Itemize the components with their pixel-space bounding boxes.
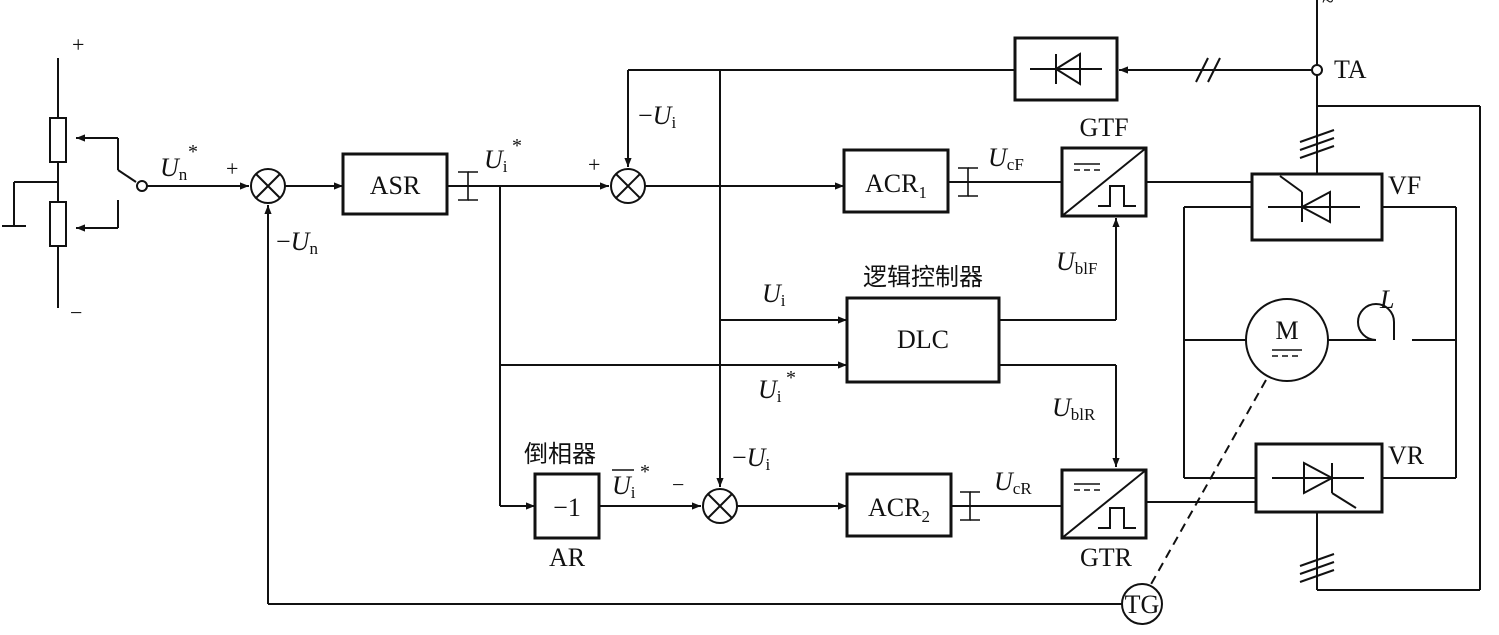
sum1-plus-sign: + <box>226 156 238 181</box>
ac-source-symbol: ~ <box>1322 0 1334 13</box>
ui-bar-label: Ui* <box>612 461 650 502</box>
asr-label: ASR <box>370 171 421 200</box>
sum2-plus-sign: + <box>588 152 600 177</box>
inductor-label: L <box>1379 285 1394 314</box>
dlc-block <box>845 296 1001 384</box>
asr-block <box>341 152 449 216</box>
pot-plus-sign: + <box>72 32 84 57</box>
ta-label: TA <box>1334 55 1367 84</box>
ar-gain: −1 <box>553 493 581 522</box>
gtf-label: GTF <box>1079 113 1128 142</box>
gtf-block <box>1060 146 1148 218</box>
ucf-label: UcF <box>988 143 1024 174</box>
summing-junction-current-reverse <box>702 488 738 524</box>
acr1-label: ACR1 <box>865 169 927 202</box>
sum3-minus-sign: − <box>672 472 684 497</box>
ucr-label: UcR <box>994 467 1032 498</box>
mechanical-coupling <box>1149 379 1267 587</box>
switch-contact <box>136 180 148 192</box>
ui-star-label: Ui* <box>484 135 522 176</box>
ublf-label: UblF <box>1056 247 1097 278</box>
un-feedback-label: −Un <box>276 227 318 258</box>
ui-feedback-forward-label: −Ui <box>638 101 676 132</box>
un-star-label: Un* <box>160 141 198 184</box>
tg-label: TG <box>1125 590 1160 619</box>
potentiometer-lower <box>49 201 67 247</box>
ar-label: AR <box>549 543 586 572</box>
selector-switch <box>117 169 137 183</box>
pot-minus-sign: − <box>70 300 82 325</box>
gtr-block <box>1060 468 1148 540</box>
summing-junction-speed <box>250 168 286 204</box>
logic-controller-label: 逻辑控制器 <box>863 263 983 291</box>
tachogenerator <box>1121 583 1163 625</box>
current-rectifier-block <box>1013 36 1119 102</box>
summing-junction-current-forward <box>610 168 646 204</box>
inductor-coil <box>1357 303 1395 341</box>
acr2-block <box>845 472 953 538</box>
motor-label: M <box>1275 316 1298 345</box>
ublr-label: UblR <box>1052 393 1096 424</box>
vr-thyristor-bridge <box>1254 442 1384 514</box>
potentiometer-upper <box>49 117 67 163</box>
acr2-label: ACR2 <box>868 493 930 526</box>
gtr-label: GTR <box>1080 543 1133 572</box>
ui-feedback-reverse-label: −Ui <box>732 443 770 474</box>
vf-label: VF <box>1388 171 1421 200</box>
vf-thyristor-bridge <box>1250 172 1384 242</box>
ta-current-transformer <box>1311 64 1323 76</box>
ui-star-dlc-label: Ui* <box>758 367 796 406</box>
motor <box>1245 298 1329 382</box>
speed-reference-network: + − <box>2 32 148 325</box>
dlc-label: DLC <box>897 325 949 354</box>
ui-dlc-label: Ui <box>762 279 786 310</box>
vr-label: VR <box>1388 441 1425 470</box>
inverter-label: 倒相器 <box>524 440 596 468</box>
